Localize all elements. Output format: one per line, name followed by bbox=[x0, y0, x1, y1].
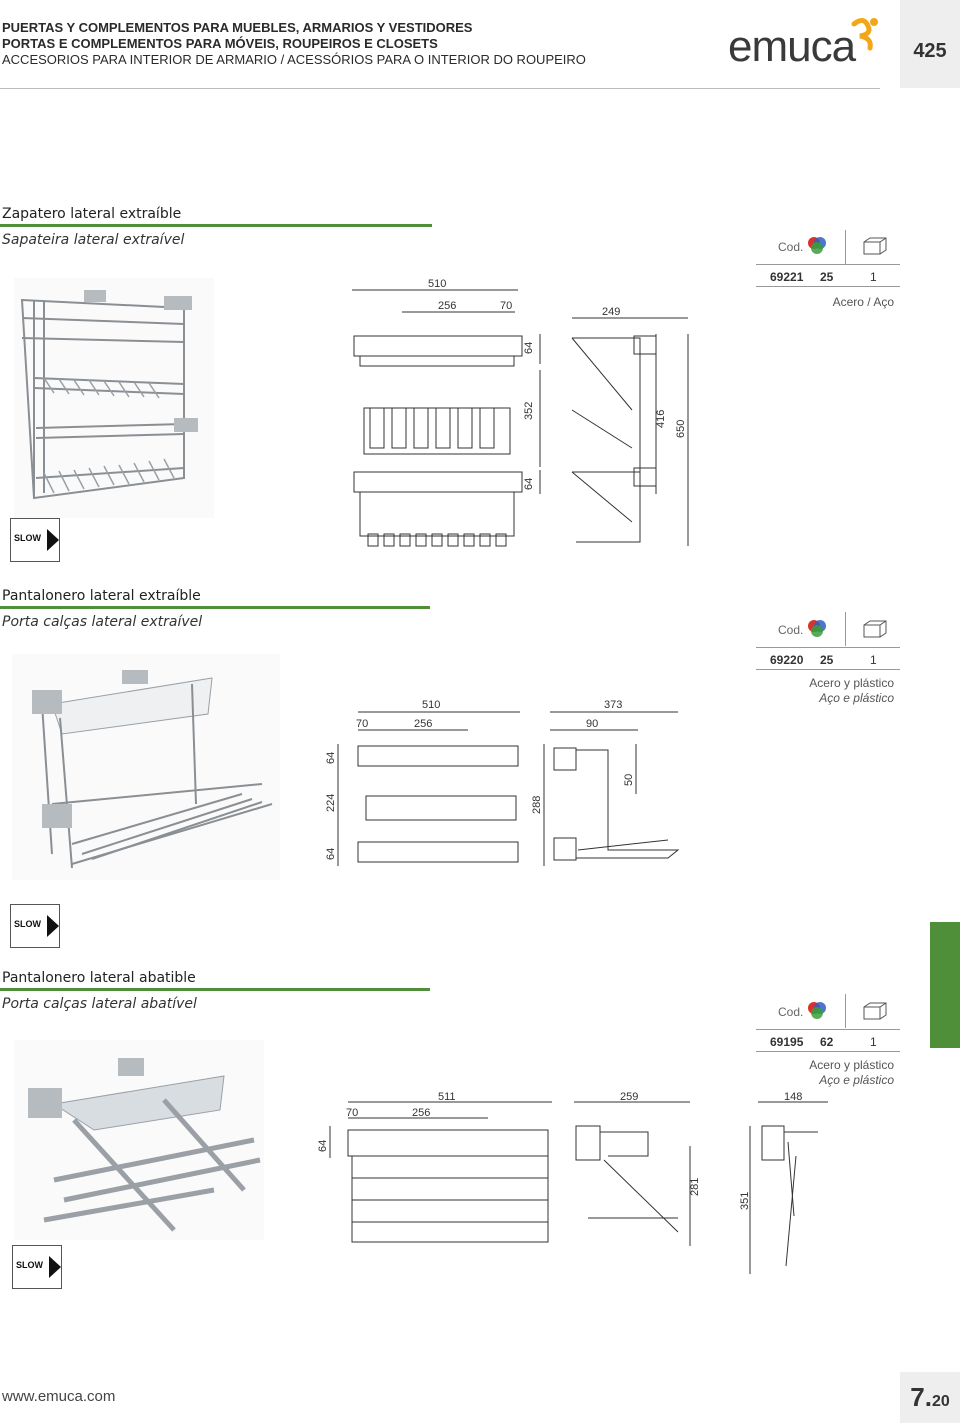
dim-352: 352 bbox=[523, 402, 535, 420]
slow-badge-1-label: SLOW bbox=[14, 533, 41, 543]
dim-256: 256 bbox=[438, 300, 456, 312]
dim-510: 510 bbox=[428, 278, 446, 290]
slow-badge-3: SLOW bbox=[12, 1245, 62, 1289]
product-3-unit: 1 bbox=[870, 1035, 877, 1049]
code-divider bbox=[845, 230, 846, 264]
product-3-photo bbox=[14, 1040, 264, 1240]
dim-148: 148 bbox=[784, 1091, 802, 1103]
product-3-technical-drawing: 511 70 256 259 148 64 281 351 bbox=[318, 1091, 828, 1274]
product-1-technical-drawing: 510 256 70 249 64 352 64 416 650 bbox=[352, 278, 689, 547]
dim-70: 70 bbox=[356, 718, 368, 730]
product-3-material-pt: Aço e plástico bbox=[819, 1073, 894, 1087]
box-package-icon bbox=[863, 237, 887, 255]
product-2-rule bbox=[0, 606, 430, 609]
color-finish-icon bbox=[808, 620, 826, 637]
header-line-3: ACCESORIOS PARA INTERIOR DE ARMARIO / AC… bbox=[2, 52, 586, 67]
product-1-cod-label: Cod. bbox=[778, 240, 804, 254]
section-tab bbox=[930, 922, 960, 1048]
slow-badge-1: SLOW bbox=[10, 518, 60, 562]
product-2-qty: 25 bbox=[820, 653, 834, 667]
product-2-code: 69220 bbox=[770, 653, 804, 667]
box-package-icon bbox=[863, 1002, 887, 1020]
product-3-rule bbox=[0, 988, 430, 991]
product-2-technical-drawing: 510 70 256 373 90 64 224 64 288 50 bbox=[325, 699, 680, 866]
dim-64-bottom: 64 bbox=[523, 478, 535, 490]
code-row-bottom-line bbox=[756, 1051, 900, 1052]
dim-351: 351 bbox=[739, 1192, 751, 1210]
product-1-title: Zapatero lateral extraíble bbox=[2, 206, 182, 222]
header-line-2: PORTAS E COMPLEMENTOS PARA MÓVEIS, ROUPE… bbox=[2, 36, 438, 51]
box-package-icon bbox=[863, 620, 887, 638]
product-3-cod-label: Cod. bbox=[778, 1005, 804, 1019]
code-row-top-line bbox=[756, 264, 900, 265]
footer-section-sub: 20 bbox=[931, 1393, 950, 1410]
dim-256: 256 bbox=[412, 1107, 430, 1119]
dim-90: 90 bbox=[586, 718, 598, 730]
product-1-qty: 25 bbox=[820, 270, 834, 284]
brand-logo: emuca bbox=[728, 22, 856, 71]
footer-section: 7. bbox=[910, 1382, 932, 1412]
code-row-bottom-line bbox=[756, 669, 900, 670]
footer-url[interactable]: www.emuca.com bbox=[2, 1388, 116, 1405]
code-divider bbox=[845, 994, 846, 1028]
dim-64-bottom: 64 bbox=[325, 848, 337, 860]
dim-70: 70 bbox=[346, 1107, 358, 1119]
code-row-top-line bbox=[756, 647, 900, 648]
dim-256: 256 bbox=[414, 718, 432, 730]
product-3-qty: 62 bbox=[820, 1035, 834, 1049]
dim-64-top: 64 bbox=[325, 752, 337, 764]
product-1-material: Acero / Aço bbox=[832, 295, 894, 309]
color-finish-icon bbox=[808, 1002, 826, 1019]
product-1-photo bbox=[14, 278, 214, 518]
dim-224: 224 bbox=[325, 794, 337, 812]
page-number: 425 bbox=[913, 40, 947, 62]
dim-288: 288 bbox=[531, 796, 543, 814]
header-rule bbox=[0, 88, 880, 89]
product-3-material-es: Acero y plástico bbox=[809, 1058, 894, 1072]
dim-373: 373 bbox=[604, 699, 622, 711]
product-2-material-es: Acero y plástico bbox=[809, 676, 894, 690]
product-2-cod-label: Cod. bbox=[778, 623, 804, 637]
dim-64: 64 bbox=[318, 1140, 329, 1152]
brand-logo-mark bbox=[851, 18, 878, 51]
dim-510: 510 bbox=[422, 699, 440, 711]
product-1-code: 69221 bbox=[770, 270, 804, 284]
slow-badge-2-label: SLOW bbox=[14, 919, 41, 929]
code-row-bottom-line bbox=[756, 286, 900, 287]
product-2-title: Pantalonero lateral extraíble bbox=[2, 588, 201, 604]
dim-650: 650 bbox=[675, 420, 687, 438]
dim-416: 416 bbox=[655, 410, 667, 428]
dim-281: 281 bbox=[689, 1178, 701, 1196]
product-3-title: Pantalonero lateral abatible bbox=[2, 970, 196, 986]
product-2-material-pt: Aço e plástico bbox=[819, 691, 894, 705]
code-divider bbox=[845, 612, 846, 646]
color-finish-icon bbox=[808, 237, 826, 254]
dim-70: 70 bbox=[500, 300, 512, 312]
product-3-subtitle: Porta calças lateral abatível bbox=[2, 996, 197, 1012]
header-line-1: PUERTAS Y COMPLEMENTOS PARA MUEBLES, ARM… bbox=[2, 20, 473, 35]
dim-249: 249 bbox=[602, 306, 620, 318]
product-2-photo bbox=[12, 654, 280, 880]
product-1-unit: 1 bbox=[870, 270, 877, 284]
footer-section-box bbox=[900, 1372, 960, 1423]
page-number-box bbox=[900, 0, 960, 88]
product-2-subtitle: Porta calças lateral extraível bbox=[2, 614, 203, 630]
code-row-top-line bbox=[756, 1029, 900, 1030]
dim-259: 259 bbox=[620, 1091, 638, 1103]
slow-badge-3-label: SLOW bbox=[16, 1260, 43, 1270]
dim-64-top: 64 bbox=[523, 342, 535, 354]
footer-section-number: 7.20 bbox=[900, 1382, 960, 1413]
product-1-subtitle: Sapateira lateral extraível bbox=[2, 232, 185, 248]
dim-50: 50 bbox=[623, 774, 635, 786]
slow-badge-2: SLOW bbox=[10, 904, 60, 948]
product-1-rule bbox=[0, 224, 432, 227]
dim-511: 511 bbox=[438, 1091, 456, 1103]
product-2-unit: 1 bbox=[870, 653, 877, 667]
product-3-code: 69195 bbox=[770, 1035, 804, 1049]
